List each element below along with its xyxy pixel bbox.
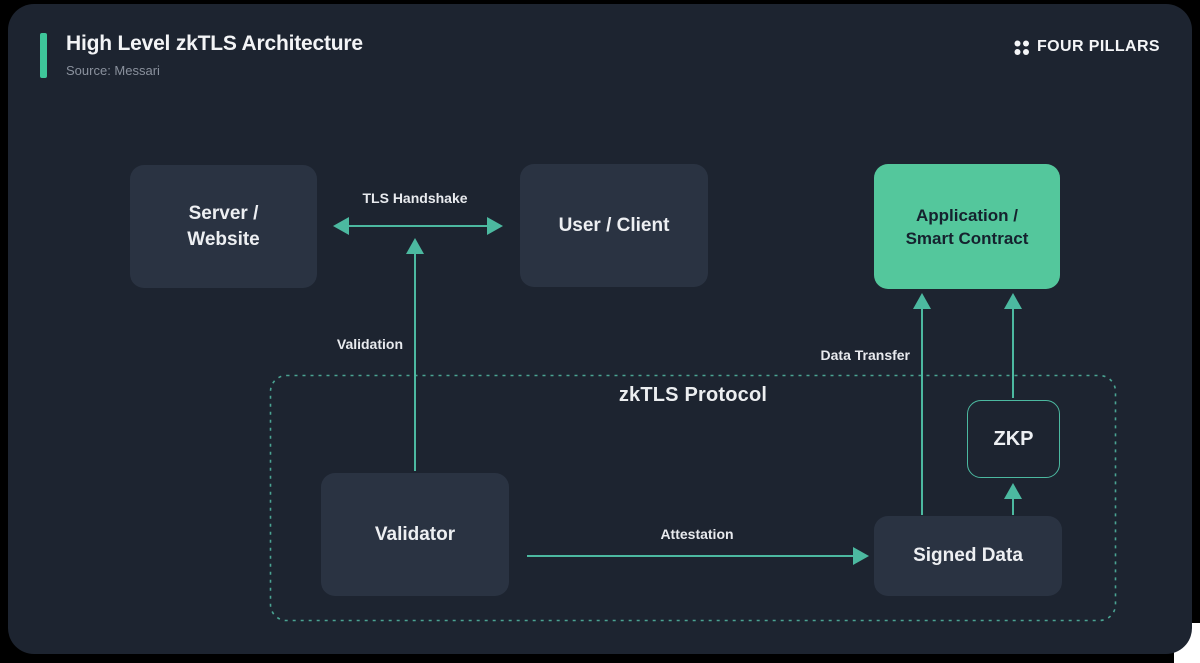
application-smart-contract-node: Application / Smart Contract [874, 164, 1060, 289]
zkp-node: ZKP [967, 400, 1060, 478]
brand-logo: FOUR PILLARS [1013, 38, 1160, 56]
data-transfer-label: Data Transfer [820, 347, 910, 363]
zktls-protocol-label: zkTLS Protocol [618, 384, 768, 406]
server-website-node: Server / Website [130, 165, 317, 288]
four-pillars-logo-icon [1014, 40, 1029, 55]
signed-data-node: Signed Data [874, 516, 1062, 596]
validation-label: Validation [336, 336, 403, 352]
user-client-label: User / Client [558, 214, 670, 236]
zkp-label: ZKP [993, 428, 1034, 450]
validator-label: Validator [374, 523, 456, 545]
user-client-node: User / Client [520, 164, 708, 287]
attestation-label: Attestation [660, 526, 734, 542]
tls-handshake-label: TLS Handshake [362, 190, 468, 206]
application-smart-contract-label: Application / Smart Contract [905, 205, 1029, 248]
source-caption: Source: Messari [66, 63, 160, 78]
server-website-label: Server / Website [187, 202, 260, 250]
page-title: High Level zkTLS Architecture [66, 32, 363, 55]
validator-node: Validator [321, 473, 509, 596]
brand-name: FOUR PILLARS [1036, 38, 1160, 55]
signed-data-label: Signed Data [913, 545, 1023, 566]
title-accent-bar [40, 33, 47, 78]
